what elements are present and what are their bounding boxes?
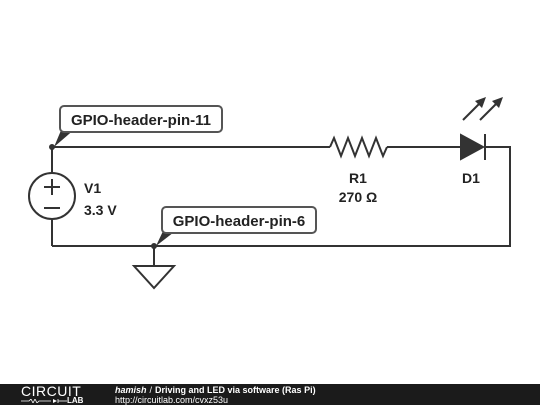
net-label-bottom: GPIO-header-pin-6 <box>156 206 317 246</box>
circuit-schematic: V1 3.3 V R1 270 Ω D1 GPIO-header-pin-11 <box>28 97 511 290</box>
resistor-value: 270 Ω <box>339 189 377 205</box>
source-value: 3.3 V <box>84 202 117 218</box>
voltage-source-symbol <box>28 172 76 220</box>
net-label-top: GPIO-header-pin-11 <box>54 105 223 147</box>
junction-bottom <box>151 243 157 249</box>
net-label-bottom-text: GPIO-header-pin-6 <box>173 213 306 230</box>
resistor-symbol <box>329 135 388 159</box>
led-name: D1 <box>462 170 480 186</box>
footer-author[interactable]: hamish <box>115 385 147 395</box>
footer-title-line: hamish/Driving and LED via software (Ras… <box>115 385 316 395</box>
wire-top <box>51 146 330 148</box>
ground-symbol <box>131 265 177 290</box>
led-symbol <box>460 133 486 161</box>
footer-separator: / <box>149 385 153 395</box>
footer-url[interactable]: http://circuitlab.com/cvxz53u <box>115 395 229 405</box>
footer-bar: CIRCUIT LAB hamish/Driving and LED via s… <box>0 384 540 405</box>
logo-wire-icon <box>21 399 67 403</box>
source-name: V1 <box>84 180 101 196</box>
net-label-top-text: GPIO-header-pin-11 <box>71 112 211 129</box>
wire-led-to-right <box>52 146 511 247</box>
logo-wordmark-top: CIRCUIT <box>21 383 82 399</box>
junction-top <box>49 144 55 150</box>
footer-title[interactable]: Driving and LED via software (Ras Pi) <box>155 385 316 395</box>
circuitlab-logo: CIRCUIT LAB <box>21 384 93 405</box>
light-emission-arrows <box>462 97 503 121</box>
logo-wordmark-bottom: LAB <box>67 396 84 405</box>
resistor-name: R1 <box>349 170 367 186</box>
